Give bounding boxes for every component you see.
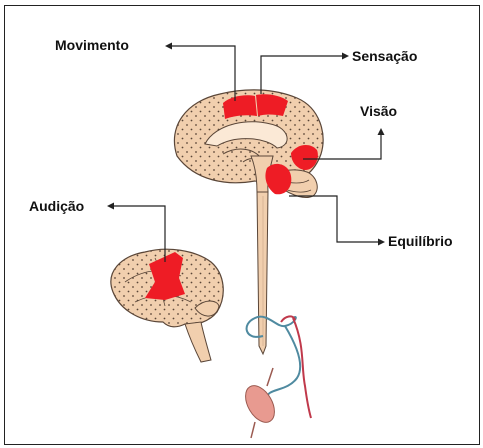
label-vision: Visão [360,103,397,119]
brain-function-diagram [5,6,481,446]
spinal-cord [257,191,268,354]
muscle [240,381,281,428]
label-sensation: Sensação [352,48,417,64]
diagram-frame: Movimento Sensação Visão Audição Equilíb… [4,5,480,445]
label-movement: Movimento [55,37,129,53]
label-hearing: Audição [29,198,84,214]
label-balance: Equilíbrio [388,233,453,249]
